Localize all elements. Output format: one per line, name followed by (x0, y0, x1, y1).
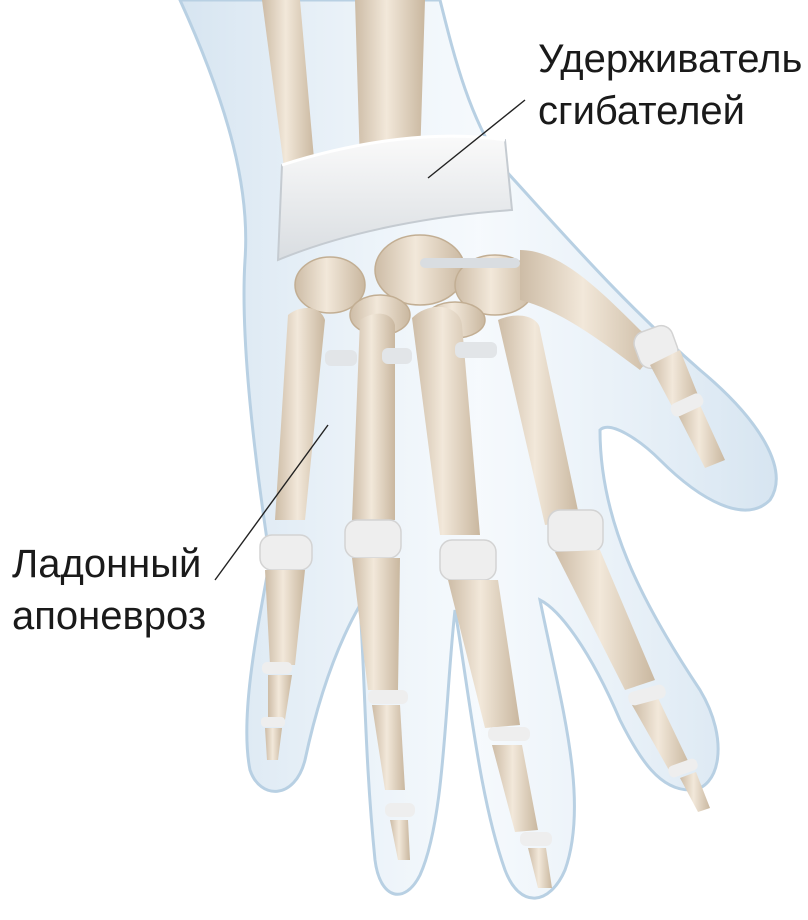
flexor-retinaculum-label: Удерживатель сгибателей (538, 33, 802, 137)
middle-finger-joint (520, 832, 552, 846)
ring-finger-joint (368, 690, 408, 704)
little-finger-joint (261, 717, 285, 727)
middle-finger-joint (488, 727, 530, 741)
palmar-aponeurosis-label: Ладонный апоневроз (12, 538, 206, 642)
flexor-retinaculum-label-line2: сгибателей (538, 85, 802, 137)
palmar-aponeurosis-label-line1: Ладонный (12, 538, 206, 590)
ring-finger-joint (385, 803, 415, 817)
palmar-aponeurosis-label-line2: апоневроз (12, 590, 206, 642)
flexor-retinaculum-label-line1: Удерживатель (538, 33, 802, 85)
little-finger-joint (262, 662, 292, 674)
